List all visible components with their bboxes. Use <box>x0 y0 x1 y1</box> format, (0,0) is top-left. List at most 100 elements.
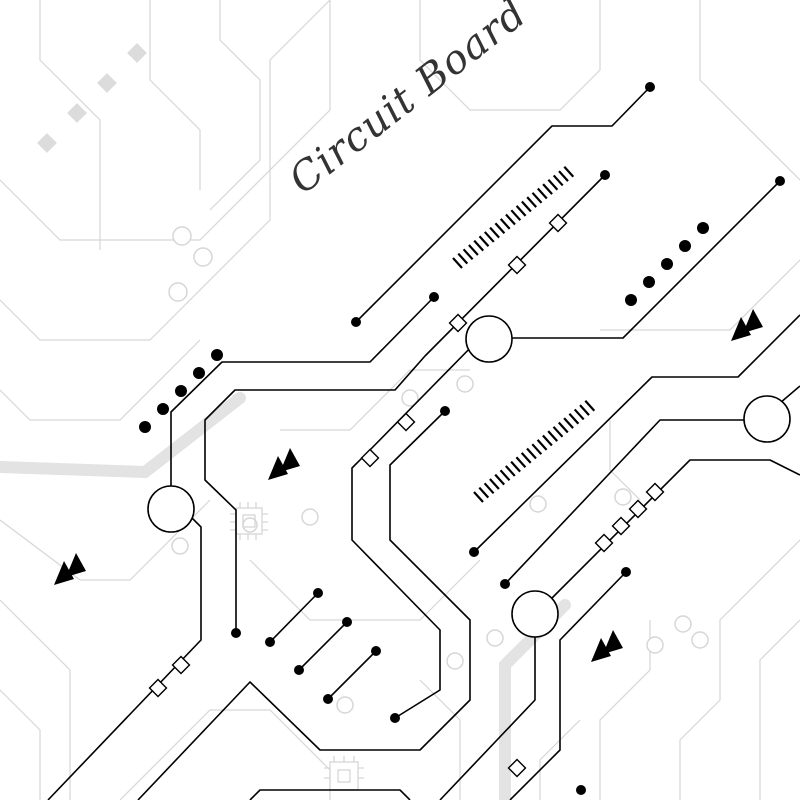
connector-pin <box>573 408 585 421</box>
terminal-dot <box>500 579 510 589</box>
bg-trace <box>149 0 201 190</box>
square-node <box>396 412 416 432</box>
bg-trace <box>0 599 71 800</box>
connector-pin <box>499 218 511 230</box>
terminal-dots <box>231 82 785 795</box>
square-node <box>611 516 631 536</box>
connector-pin <box>557 421 569 434</box>
connector-pin <box>536 439 548 451</box>
square-node <box>507 255 527 275</box>
via-pad-icon <box>646 636 664 654</box>
terminal-dot <box>313 588 323 598</box>
via-pad-icon <box>743 395 791 443</box>
chip-outline-icon <box>324 756 364 791</box>
square-node <box>360 448 380 468</box>
trace <box>137 410 471 800</box>
trace <box>47 296 435 800</box>
bg-trace <box>0 0 331 341</box>
connector-pin <box>520 452 532 464</box>
terminal-dot <box>231 628 241 638</box>
bg-trace <box>699 0 800 181</box>
connector-pin <box>552 426 564 438</box>
trace-title-underline <box>355 86 651 323</box>
bg-trace <box>209 0 261 211</box>
terminal-dot <box>440 406 450 416</box>
trace <box>351 180 781 719</box>
connector-pin <box>515 205 527 217</box>
trace <box>249 789 411 800</box>
bg-thick-trace <box>0 392 246 479</box>
square-node <box>171 655 191 675</box>
connector-pin <box>499 469 511 482</box>
connector-pin <box>531 443 543 455</box>
background-pads <box>168 226 709 714</box>
arrow-pair-icon <box>591 630 623 662</box>
connector-pin <box>457 252 469 265</box>
via-pad-icon <box>674 615 692 633</box>
circle-pads <box>147 315 791 638</box>
connector-pin <box>542 434 553 447</box>
connector-pin <box>579 404 590 416</box>
bg-trace <box>679 539 800 800</box>
connector-pin <box>563 165 575 178</box>
trace <box>269 592 319 643</box>
via-pad-icon <box>301 508 319 526</box>
connector-pin <box>552 174 564 187</box>
bg-trace <box>609 420 641 501</box>
via-pad-icon <box>401 389 419 407</box>
background-chips <box>230 502 364 791</box>
connector-pin <box>483 482 495 495</box>
connector-strip-middle <box>473 399 596 503</box>
arrow-icons <box>54 309 763 662</box>
connector-pin <box>473 491 484 503</box>
trace <box>509 571 627 800</box>
via-pad-icon <box>529 495 547 513</box>
connector-pin <box>489 478 500 490</box>
bg-trace <box>0 0 331 241</box>
dot-rows <box>139 222 709 433</box>
via-pad-icon <box>193 247 213 267</box>
connector-pin <box>515 456 527 468</box>
connector-pin <box>526 196 538 208</box>
connector-pin <box>494 473 506 486</box>
terminal-dot <box>469 547 479 557</box>
bg-square <box>97 73 117 93</box>
bg-trace <box>600 259 800 331</box>
background-squares <box>37 43 147 153</box>
terminal-dot <box>342 617 352 627</box>
terminal-dot <box>265 637 275 647</box>
connector-pin <box>558 170 569 182</box>
connector-pin <box>478 486 490 499</box>
connector-pin <box>510 209 522 221</box>
bg-trace <box>539 719 581 800</box>
via-pad-icon <box>691 631 709 649</box>
bg-trace <box>280 369 470 431</box>
connector-pin <box>505 213 516 226</box>
connector-pin <box>531 192 543 204</box>
via-pad-icon <box>486 629 504 647</box>
connector-pin <box>536 187 548 200</box>
connector-pin <box>526 447 537 460</box>
connector-pin <box>563 417 574 429</box>
dot-row-right <box>625 222 709 306</box>
arrow-pair-icon <box>268 448 300 480</box>
terminal-dot <box>371 646 381 656</box>
connector-pin <box>521 200 532 213</box>
via-pad-icon <box>446 652 464 670</box>
connector-pin <box>483 231 495 243</box>
square-node <box>594 533 614 553</box>
via-pad-icon <box>171 537 189 555</box>
arrow-pair-icon <box>731 309 763 341</box>
terminal-dot <box>576 785 586 795</box>
via-pad-icon <box>336 696 354 714</box>
connector-pin <box>542 183 553 195</box>
connector-pin <box>473 239 485 252</box>
via-pad-icon <box>614 488 632 506</box>
connector-pin <box>494 222 506 234</box>
terminal-dot <box>294 665 304 675</box>
terminal-dot <box>323 694 333 704</box>
square-node <box>645 482 665 502</box>
connector-pin <box>504 465 516 477</box>
via-pad-icon <box>172 226 192 246</box>
